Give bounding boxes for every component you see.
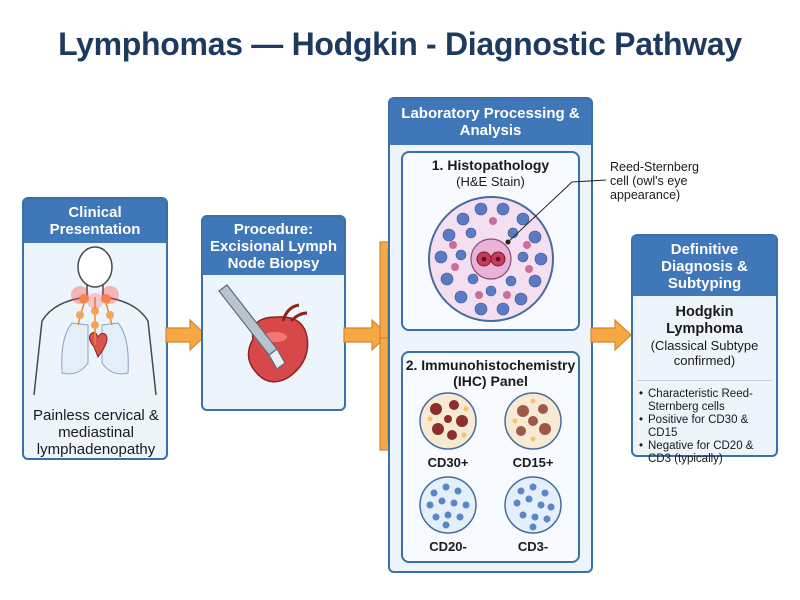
list-item: Negative for CD20 & CD3 (typically) xyxy=(639,440,775,466)
callout-leader-line xyxy=(505,179,607,245)
histopathology-title: 1. Histopathology xyxy=(431,157,550,173)
procedure-header: Procedure: Excisional Lymph Node Biopsy xyxy=(203,217,344,275)
cd20-stain-icon xyxy=(419,476,477,534)
marker-label-cd15: CD15+ xyxy=(512,455,554,470)
diagnosis-bullet-list: Characteristic Reed-Sternberg cells Posi… xyxy=(639,388,775,466)
ihc-panel: 2. Immunohistochemistry (IHC) Panel CD30… xyxy=(401,351,580,563)
list-item: Positive for CD30 & CD15 xyxy=(639,414,775,440)
cd15-stain-icon xyxy=(504,392,562,450)
cd30-stain-icon xyxy=(419,392,477,450)
human-torso-icon xyxy=(33,246,157,396)
scalpel-lymph-node-icon xyxy=(218,284,309,383)
ihc-title: 2. Immunohistochemistry (IHC) Panel xyxy=(405,357,576,389)
reed-sternberg-callout: Reed-Sternberg cell (owl's eye appearanc… xyxy=(610,160,699,202)
cd3-stain-icon xyxy=(504,476,562,534)
arrow-1-icon xyxy=(165,318,207,352)
list-item: Characteristic Reed-Sternberg cells xyxy=(639,388,775,414)
clinical-caption: Painless cervical & mediastinal lymphade… xyxy=(33,407,159,458)
diagnosis-result: Hodgkin Lymphoma xyxy=(666,304,743,337)
marker-label-cd30: CD30+ xyxy=(427,455,469,470)
laboratory-header: Laboratory Processing & Analysis xyxy=(390,99,591,145)
arrow-3-icon xyxy=(590,318,632,352)
histopathology-subtitle: (H&E Stain) xyxy=(456,174,525,189)
clinical-presentation-box: Clinical Presentation Painless cervical … xyxy=(22,197,168,460)
diagnosis-divider xyxy=(637,380,772,381)
marker-label-cd20: CD20- xyxy=(429,539,467,554)
he-stain-micrograph-icon xyxy=(428,196,554,322)
laboratory-box: Laboratory Processing & Analysis 1. Hist… xyxy=(388,97,593,573)
page-title: Lymphomas — Hodgkin - Diagnostic Pathway xyxy=(58,26,742,62)
diagnosis-header: Definitive Diagnosis & Subtyping xyxy=(633,236,776,296)
diagnosis-subtype: (Classical Subtype confirmed) xyxy=(650,338,759,368)
diagnosis-box: Definitive Diagnosis & Subtyping Hodgkin… xyxy=(631,234,778,465)
procedure-box: Procedure: Excisional Lymph Node Biopsy xyxy=(201,215,346,411)
histopathology-panel: 1. Histopathology (H&E Stain) xyxy=(401,151,580,331)
clinical-header: Clinical Presentation xyxy=(24,199,166,243)
marker-label-cd3: CD3- xyxy=(517,539,549,554)
